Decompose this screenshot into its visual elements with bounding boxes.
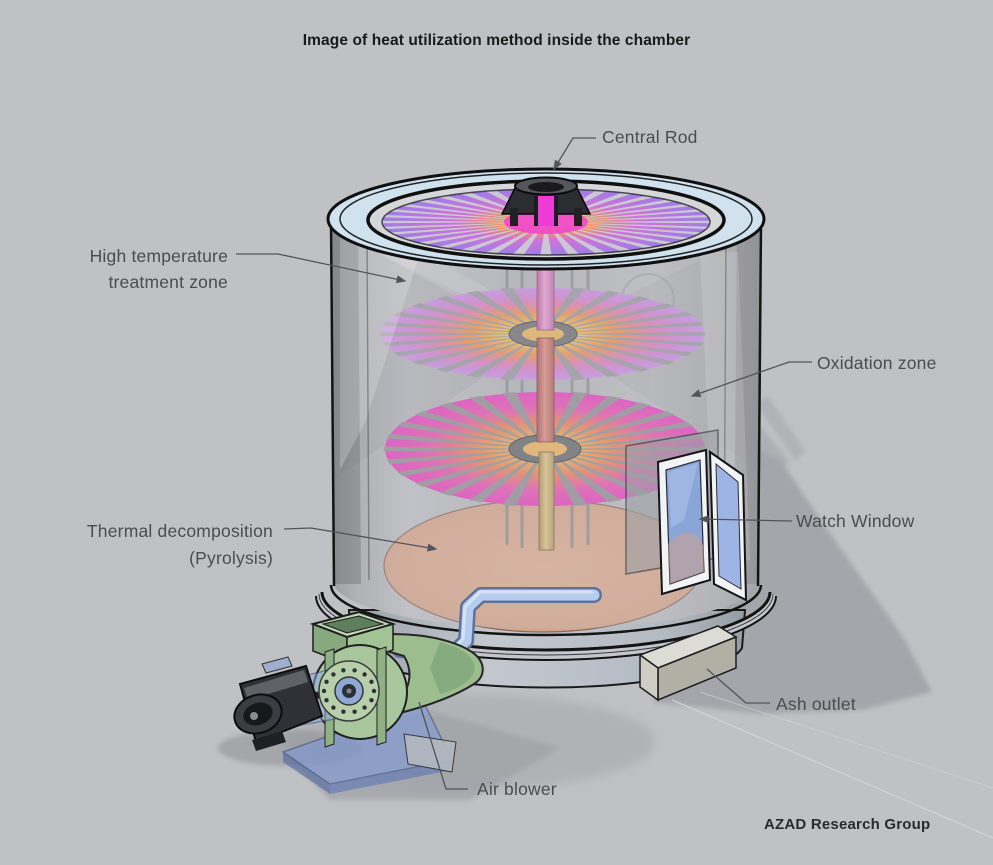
leader-high-temp <box>236 253 407 284</box>
leader-ash-outlet <box>706 668 770 704</box>
label-line: (Pyrolysis) <box>189 548 273 568</box>
label-ash-outlet: Ash outlet <box>776 694 856 714</box>
leader-pyrolysis <box>283 527 438 552</box>
label-air-blower: Air blower <box>477 779 557 799</box>
diagram-title: Image of heat utilization method inside … <box>302 32 691 49</box>
floor-lines <box>671 691 993 839</box>
central-rod-cap <box>500 176 592 226</box>
watch-window <box>625 429 748 602</box>
label-central-rod: Central Rod <box>602 127 698 147</box>
leader-watch-window <box>698 515 793 524</box>
label-watch-window: Watch Window <box>796 511 915 531</box>
ash-outlet-box <box>638 625 738 702</box>
lower-heat-disk <box>384 391 706 507</box>
label-pyrolysis-zone: Thermal decomposition (Pyrolysis) <box>40 518 273 572</box>
footer-credit: AZAD Research Group <box>764 816 931 833</box>
leader-lines <box>236 137 812 790</box>
label-high-temperature-zone: High temperature treatment zone <box>28 243 228 295</box>
label-line: Thermal decomposition <box>86 521 273 541</box>
leader-central-rod <box>553 137 596 171</box>
central-rod-lower <box>538 451 555 551</box>
label-line: treatment zone <box>108 272 228 292</box>
middle-heat-disk <box>380 287 706 381</box>
leader-oxidation <box>690 361 812 397</box>
central-rod-mid <box>536 337 555 443</box>
leader-air-blower <box>418 701 468 790</box>
air-blower <box>233 610 484 794</box>
label-oxidation-zone: Oxidation zone <box>817 353 937 373</box>
label-line: High temperature <box>89 246 228 266</box>
